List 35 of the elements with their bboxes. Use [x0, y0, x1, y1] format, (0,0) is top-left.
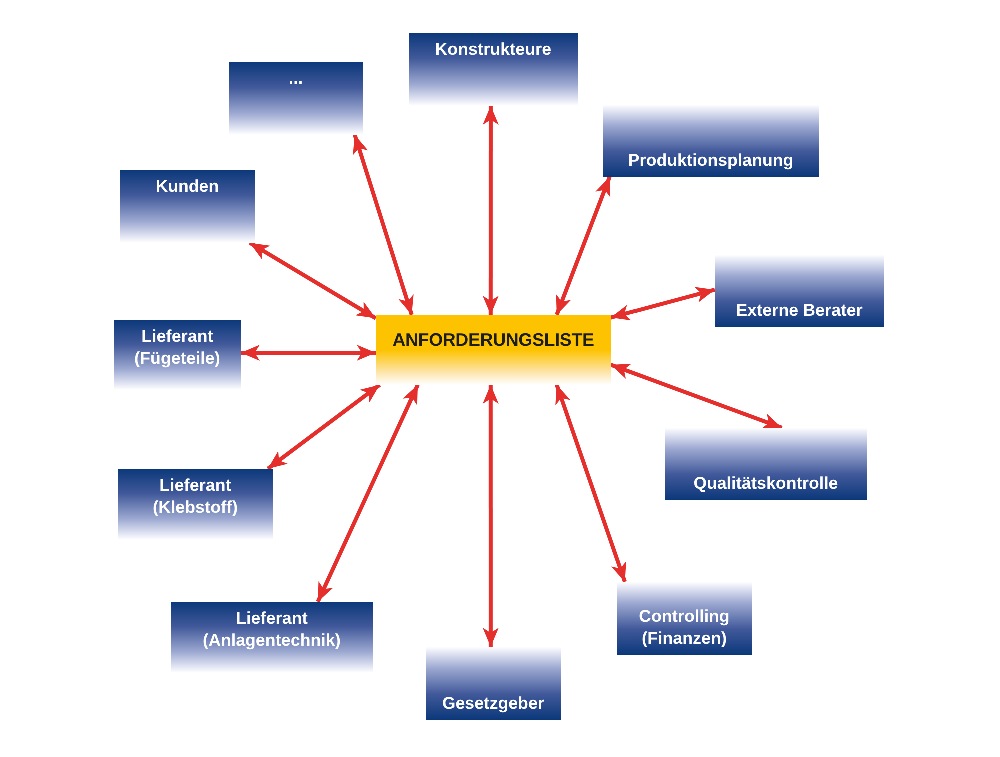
stakeholder-box — [120, 170, 255, 243]
box-label: Qualitätskontrolle — [694, 472, 838, 495]
double-arrow — [482, 106, 499, 315]
box-label: ANFORDERUNGSLISTE — [392, 329, 594, 352]
double-arrow — [353, 134, 414, 316]
stakeholder-box — [118, 469, 273, 540]
double-arrow — [555, 384, 627, 583]
box-label: Gesetzgeber — [442, 692, 545, 715]
box-label: Lieferant (Fügeteile) — [134, 326, 222, 370]
double-arrow — [610, 287, 716, 321]
double-arrow — [266, 383, 382, 471]
box-label: Konstrukteure — [435, 39, 552, 61]
box-label: Controlling (Finanzen) — [638, 606, 731, 650]
double-arrow — [610, 363, 783, 430]
stakeholder-box — [617, 582, 752, 655]
stakeholder-box — [426, 647, 561, 720]
stakeholder-box — [603, 105, 819, 177]
box-label: ... — [288, 68, 304, 90]
stakeholder-box — [409, 33, 578, 106]
double-arrow — [555, 176, 612, 316]
double-arrow — [316, 384, 420, 603]
box-label: Lieferant (Klebstoff) — [152, 475, 239, 520]
stakeholder-box — [229, 62, 363, 135]
double-arrow — [482, 385, 499, 647]
box-label: Kunden — [156, 176, 220, 198]
double-arrow — [241, 344, 376, 361]
box-label: Externe Berater — [736, 300, 863, 322]
stakeholder-box — [171, 602, 373, 673]
double-arrow — [248, 241, 378, 320]
stakeholder-box — [114, 320, 241, 390]
stakeholder-box — [665, 428, 867, 500]
box-label: Lieferant (Anlagentechnik) — [202, 608, 342, 652]
requirements-list-box — [376, 315, 611, 385]
stakeholder-box — [715, 255, 884, 327]
box-label: Produktionsplanung — [628, 150, 794, 172]
